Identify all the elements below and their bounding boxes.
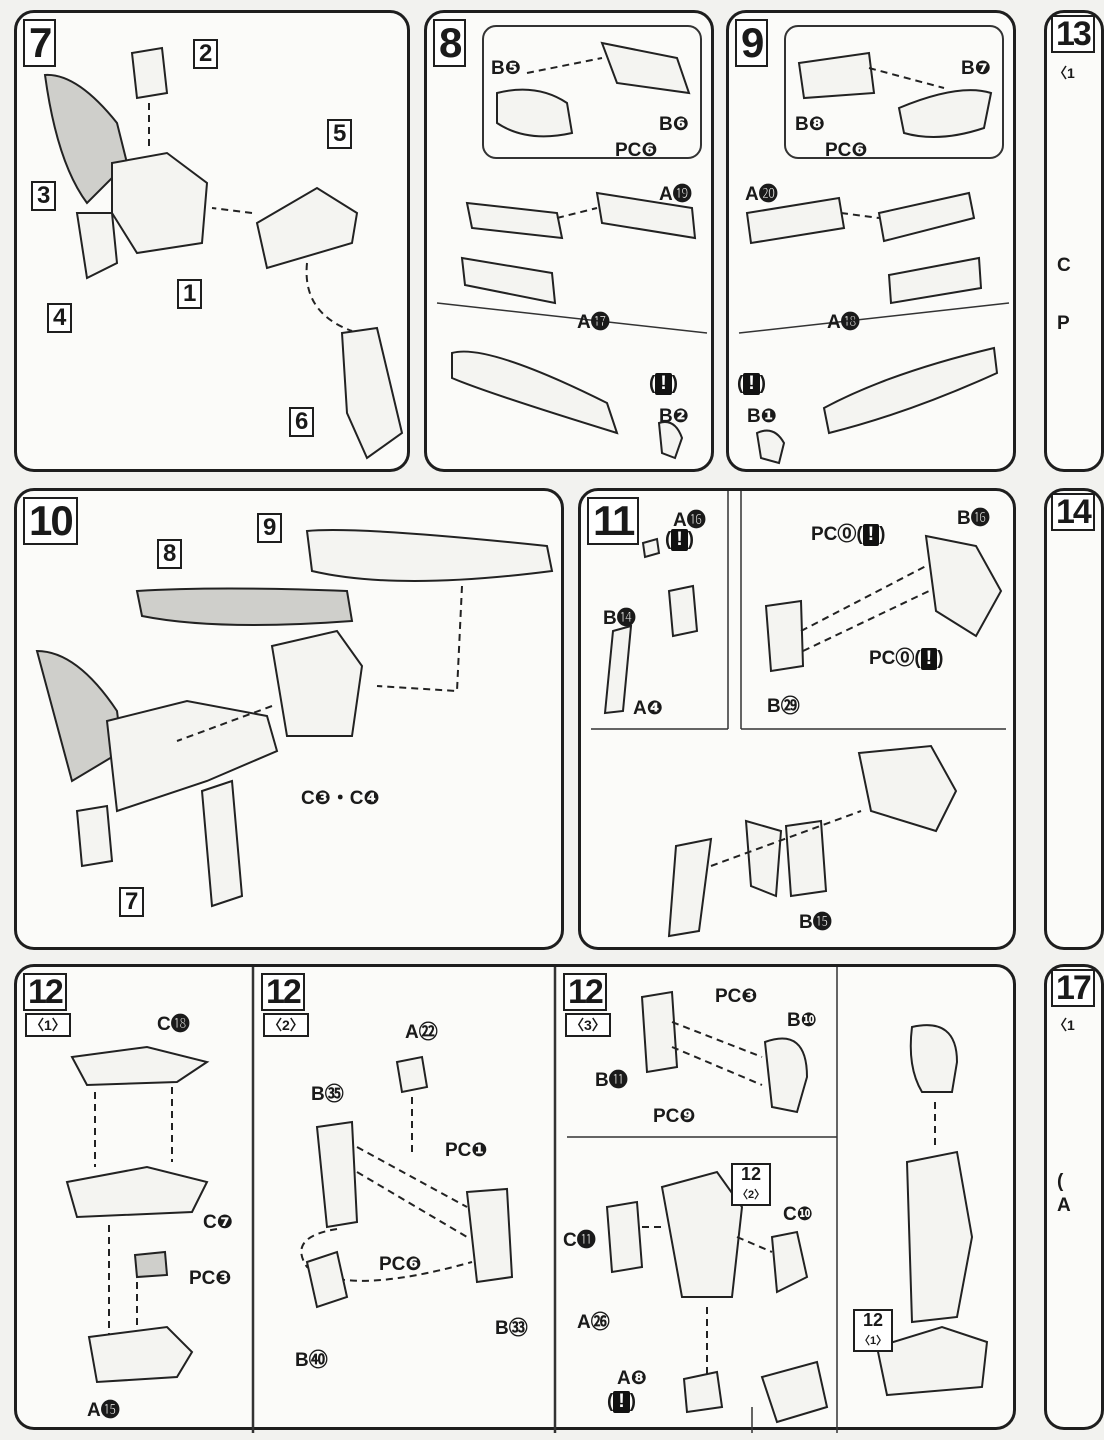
shoulder-armor-part [255,186,359,270]
step-13-panel-cropped: 13 〈1 C P [1044,10,1104,472]
torso-part [111,151,209,255]
part-label: B⓮ [603,608,636,629]
step-number: 10 [23,497,78,545]
part-label: B❼ [961,58,991,79]
step-12-panel: 12 〈1〉 C⓲ C❼ PC❸ A⓯ 12 〈2〉 A㉒ B㉟ PC❶ PC❻… [14,964,1016,1433]
part-label: PC❻ [825,140,868,161]
part-label: A㉒ [405,1022,438,1043]
step-12-illustration [65,967,989,1433]
part-label: A⓱ [577,312,610,333]
part-label: 3 [31,181,57,211]
part-label: B❷ [659,406,689,427]
part-label: PC❶ [445,1140,488,1161]
part-label: 6 [289,407,315,437]
step-8-panel: 8 B❺ B❻ PC❻ A⓳ A⓱ (!) B❷ [424,10,714,472]
warning-mark: (!) [665,529,694,551]
sub-step-label: 〈3〉 [565,1013,611,1037]
part-label: A㉖ [577,1312,610,1333]
step-10-panel: 10 9 8 C❸・C❹ 7 [14,488,564,950]
part-label: B⓫ [595,1070,628,1091]
part-label: ( [1057,1171,1064,1192]
step-number: 13 [1051,15,1095,53]
part-label: B㉙ [767,696,800,717]
sub-step-label: 〈2〉 [263,1013,309,1037]
part-label: C❼ [203,1212,233,1233]
step-7-illustration [43,46,404,460]
part-label: PC⓪(!) [811,524,886,546]
arm-part [75,212,119,280]
part-label: A⓰ [673,510,706,531]
part-label: A❹ [633,698,663,719]
step-number: 12 [23,973,67,1011]
head-part [130,46,169,100]
part-label: C❸・C❹ [301,788,380,809]
warning-mark: (!) [607,1391,636,1413]
part-label: B㊵ [295,1350,328,1371]
part-label: A⓳ [659,184,692,205]
warning-mark: (!) [737,373,766,395]
part-label: PC❸ [189,1268,232,1289]
shoulder-wing-part [43,73,129,205]
part-label: 5 [327,119,353,149]
sub-step-label: 〈1 [1053,65,1075,81]
step-number: 8 [433,19,467,67]
step-number: 17 [1051,969,1095,1007]
detail-callout [482,25,702,159]
part-label: P [1057,313,1070,334]
step-number: 7 [23,19,57,67]
part-label: B❽ [795,114,825,135]
part-label: A⓲ [827,312,860,333]
part-label: 1 [177,279,203,309]
detail-callout [784,25,1004,159]
part-label: A⓯ [87,1400,120,1421]
part-label: B❶ [747,406,777,427]
step-8-illustration [436,41,708,460]
part-label: C⓲ [157,1014,190,1035]
part-label: PC❾ [653,1106,696,1127]
part-label: B㉝ [495,1318,528,1339]
step-7-panel: 7 2 3 4 1 5 6 [14,10,410,472]
part-label: PC❻ [615,140,658,161]
part-label: 7 [119,887,145,917]
part-label: C⓫ [563,1230,596,1251]
step-reference: 12〈2〉 [731,1163,772,1206]
step-9-illustration [738,51,1010,465]
part-label: PC⓪(!) [869,648,944,670]
step-number: 12 [261,973,305,1011]
step-number: 9 [735,19,769,67]
part-label: A⓴ [745,184,778,205]
part-label: C❿ [783,1204,813,1225]
part-label: A [1057,1195,1071,1216]
sub-step-label: 〈1 [1053,1017,1075,1033]
step-9-panel: 9 B❼ B❽ PC❻ A⓴ A⓲ (!) B❶ [726,10,1016,472]
part-label: B㉟ [311,1084,344,1105]
part-label: C [1057,255,1071,276]
step-11-panel: 11 A⓰ (!) B⓮ A❹ B⓰ PC⓪(!) PC⓪(!) B㉙ B⓯ [578,488,1016,950]
part-label: 8 [157,539,183,569]
part-label: B❿ [787,1010,817,1031]
part-label: A❽ [617,1368,647,1389]
part-label: 9 [257,513,283,543]
warning-mark: (!) [649,373,678,395]
leg-part [340,326,404,460]
step-10-illustration [35,529,554,908]
part-label: B⓰ [957,508,990,529]
step-number: 12 [563,973,607,1011]
part-label: PC❻ [379,1254,422,1275]
part-label: PC❸ [715,986,758,1007]
part-label: B❺ [491,58,521,79]
part-label: 2 [193,39,219,69]
step-number: 14 [1051,493,1095,531]
step-11-illustration [591,491,1006,938]
step-17-panel-cropped: 17 〈1 ( A [1044,964,1104,1430]
part-label: B⓯ [799,912,832,933]
part-label: B❻ [659,114,689,135]
step-number: 11 [587,497,640,545]
step-14-panel-cropped: 14 [1044,488,1104,950]
sub-step-label: 〈1〉 [25,1013,71,1037]
step-reference: 12〈1〉 [853,1309,894,1352]
part-label: 4 [47,303,73,333]
